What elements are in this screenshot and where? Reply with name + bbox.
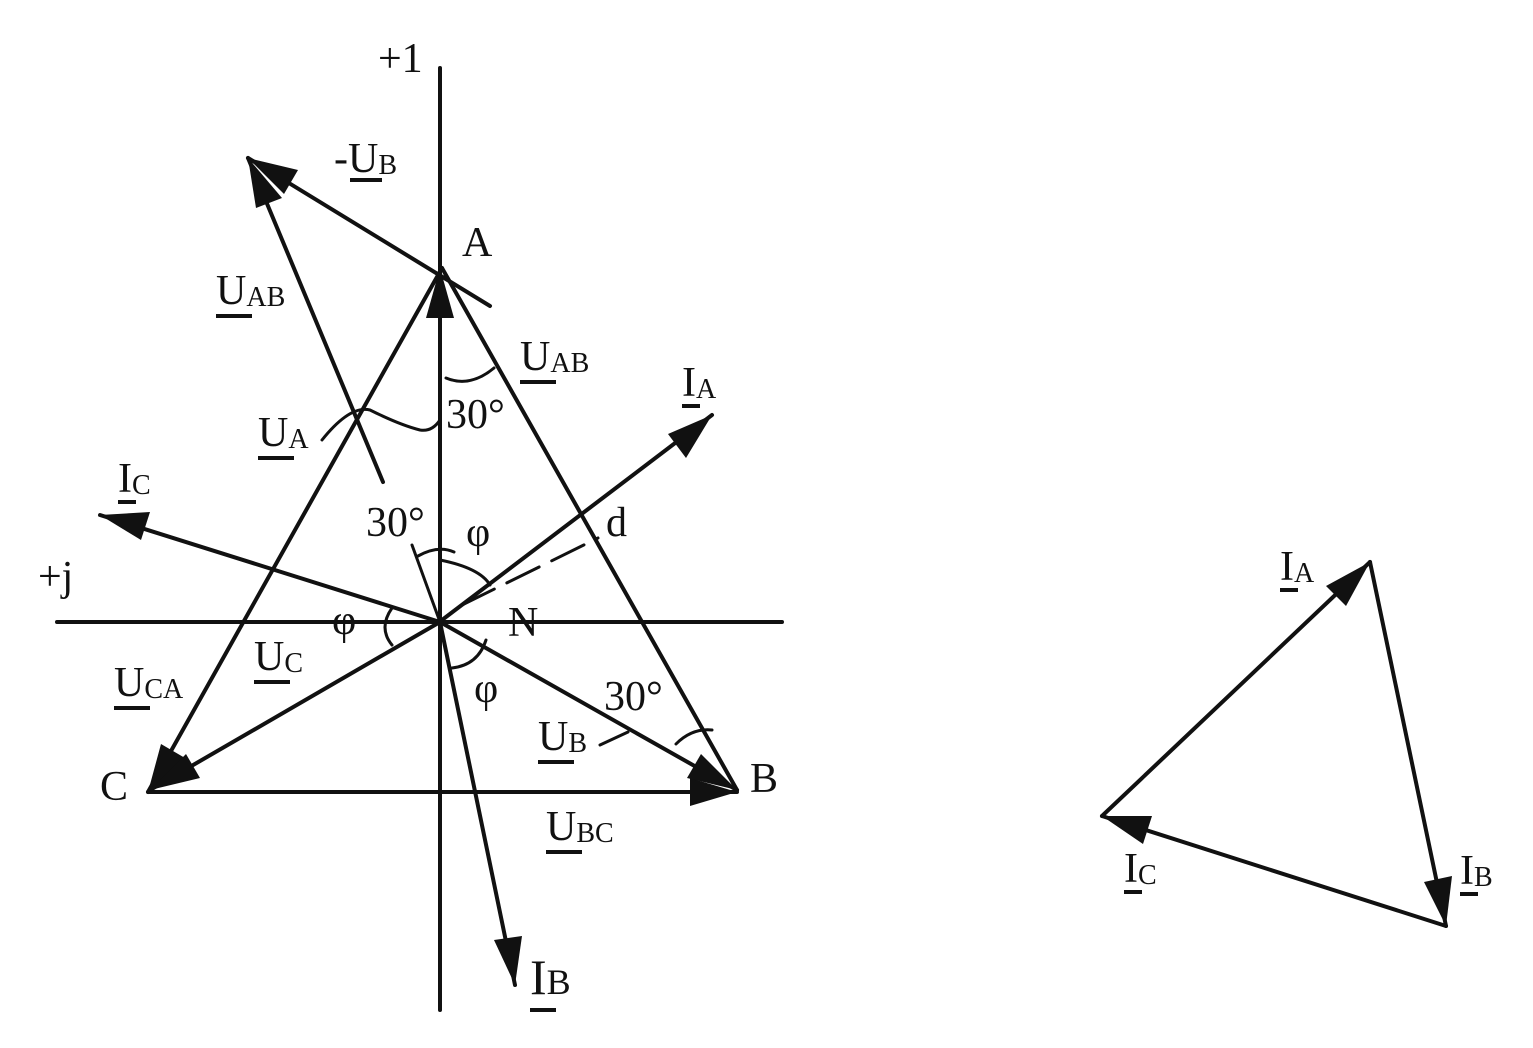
- svg-text:UB: UB: [538, 714, 587, 760]
- vector-ia: [440, 413, 714, 622]
- arc-phi-bottom: [450, 638, 488, 670]
- right-vector-ic: [1100, 814, 1448, 928]
- side-a-b: [440, 266, 739, 792]
- svg-text:IB: IB: [530, 949, 571, 1005]
- arrowhead-ic: [100, 512, 150, 540]
- arrowhead-ua: [426, 268, 454, 318]
- point-c-label: C: [100, 764, 128, 810]
- arrowhead-ubc: [690, 778, 737, 806]
- svg-text:UAB: UAB: [520, 334, 589, 380]
- point-d-label: d: [606, 500, 627, 546]
- angle-phi-bottom: φ: [474, 666, 498, 712]
- dashed-line-n-d: [460, 536, 600, 607]
- arrowhead-neg-ub: [248, 158, 298, 194]
- vector-ib: [438, 620, 517, 987]
- arc-30-left: [416, 547, 456, 558]
- label-uab-side: UAB: [520, 334, 589, 384]
- label-ub: UB: [538, 714, 587, 764]
- right-vector-ia: [1100, 560, 1372, 818]
- vector-ub: [438, 620, 739, 792]
- right-arrowhead-ic: [1102, 816, 1152, 844]
- svg-text:UAB: UAB: [216, 268, 285, 314]
- arrowhead-ib: [494, 936, 522, 985]
- label-uc: UC: [254, 634, 303, 684]
- arrowhead-uca: [148, 744, 185, 792]
- real-axis-label: +1: [378, 36, 423, 82]
- arrowhead-ub: [687, 754, 737, 790]
- angle-30-right: 30°: [604, 674, 663, 720]
- angle-30-top: 30°: [446, 392, 505, 438]
- label-neg-ub: -UB: [334, 136, 397, 182]
- label-ib-left: IB: [530, 949, 571, 1012]
- svg-text:IA: IA: [1280, 544, 1315, 590]
- leader-ub: [598, 730, 630, 747]
- svg-text:UCA: UCA: [114, 660, 184, 706]
- leader-ua: [320, 407, 442, 442]
- point-n-label: N: [508, 600, 538, 646]
- svg-text:IB: IB: [1460, 848, 1493, 894]
- right-vector-ib: [1368, 560, 1448, 928]
- arc-phi-left: [383, 606, 394, 647]
- right-arrowhead-ib: [1424, 876, 1452, 926]
- svg-text:UC: UC: [254, 634, 303, 680]
- label-ic-left: IC: [118, 456, 151, 504]
- vector-uc: [148, 620, 442, 792]
- label-ubc: UBC: [546, 804, 614, 854]
- right-arrowhead-ia: [1326, 562, 1370, 606]
- point-b-label: B: [750, 756, 778, 802]
- vector-ic: [98, 513, 442, 624]
- svg-text:UA: UA: [258, 410, 309, 456]
- vector-uab-outer: [246, 156, 385, 484]
- svg-text:IA: IA: [682, 360, 717, 406]
- imaginary-axis-label: +j: [38, 554, 73, 600]
- svg-text:UBC: UBC: [546, 804, 614, 850]
- angle-phi-top: φ: [466, 510, 490, 556]
- neutral-point-dot: [436, 618, 444, 626]
- svg-text:IC: IC: [118, 456, 151, 502]
- arrowhead-uc: [150, 754, 200, 790]
- right-label-ia: IA: [1280, 544, 1315, 592]
- label-ua: UA: [258, 410, 309, 460]
- arc-30-top: [444, 366, 496, 383]
- point-a-label: A: [462, 220, 493, 266]
- arrowhead-uab-outer: [248, 158, 282, 208]
- svg-text:-UB: -UB: [334, 136, 397, 182]
- label-ia-left: IA: [682, 360, 717, 408]
- reference-tick-30: [410, 543, 442, 624]
- angle-phi-left: φ: [332, 598, 356, 644]
- arc-phi-top: [438, 558, 492, 587]
- svg-text:IC: IC: [1124, 846, 1157, 892]
- label-uca: UCA: [114, 660, 184, 710]
- arrowhead-ia: [668, 415, 712, 458]
- label-uab-outer: UAB: [216, 268, 285, 318]
- right-label-ic: IC: [1124, 846, 1157, 894]
- side-a-c-uca: [146, 266, 444, 794]
- arc-30-right: [674, 728, 714, 746]
- angle-30-left: 30°: [366, 500, 425, 546]
- right-label-ib: IB: [1460, 848, 1493, 896]
